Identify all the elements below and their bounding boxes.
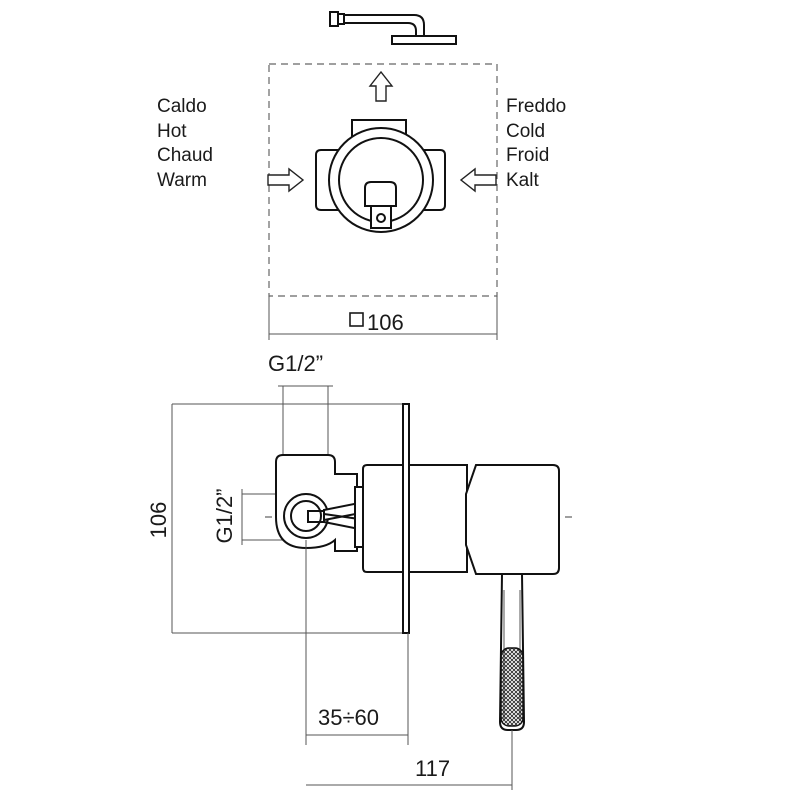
total-depth-label: 117 — [415, 756, 450, 781]
depth-range-label: 35÷60 — [318, 705, 379, 730]
mixer-valve-body — [315, 119, 446, 233]
hot-inlet-arrow-icon — [267, 167, 305, 193]
thread-top-dimension: G1/2” — [268, 351, 333, 455]
cold-inlet-arrow-icon — [459, 167, 497, 193]
knurled-grip — [500, 647, 524, 727]
height-label: 106 — [146, 502, 171, 539]
thread-side-label: G1/2” — [212, 488, 237, 543]
cover-plate — [402, 403, 410, 634]
hot-label-de: Warm — [157, 170, 207, 191]
outlet-arrow-icon — [368, 70, 394, 102]
handle — [465, 464, 560, 575]
depth-range-dimension: 35÷60 — [305, 540, 409, 745]
total-depth-dimension: 117 — [306, 730, 513, 790]
height-dimension: 106 — [146, 403, 408, 634]
hot-label-it: Caldo — [157, 96, 207, 117]
cold-labels: Freddo Cold Froid Kalt — [506, 96, 566, 191]
hot-labels: Caldo Hot Chaud Warm — [157, 96, 213, 191]
cold-label-fr: Froid — [506, 145, 549, 166]
square-symbol-icon — [349, 312, 364, 327]
cold-label-en: Cold — [506, 121, 545, 142]
cold-label-de: Kalt — [506, 170, 539, 191]
cold-label-it: Freddo — [506, 96, 566, 117]
box-width-dimension: 106 — [268, 296, 498, 340]
hot-label-fr: Chaud — [157, 145, 213, 166]
hot-label-en: Hot — [157, 121, 187, 142]
box-size-label: 106 — [367, 310, 404, 335]
shower-head-icon — [329, 11, 457, 45]
thread-top-label: G1/2” — [268, 351, 323, 376]
